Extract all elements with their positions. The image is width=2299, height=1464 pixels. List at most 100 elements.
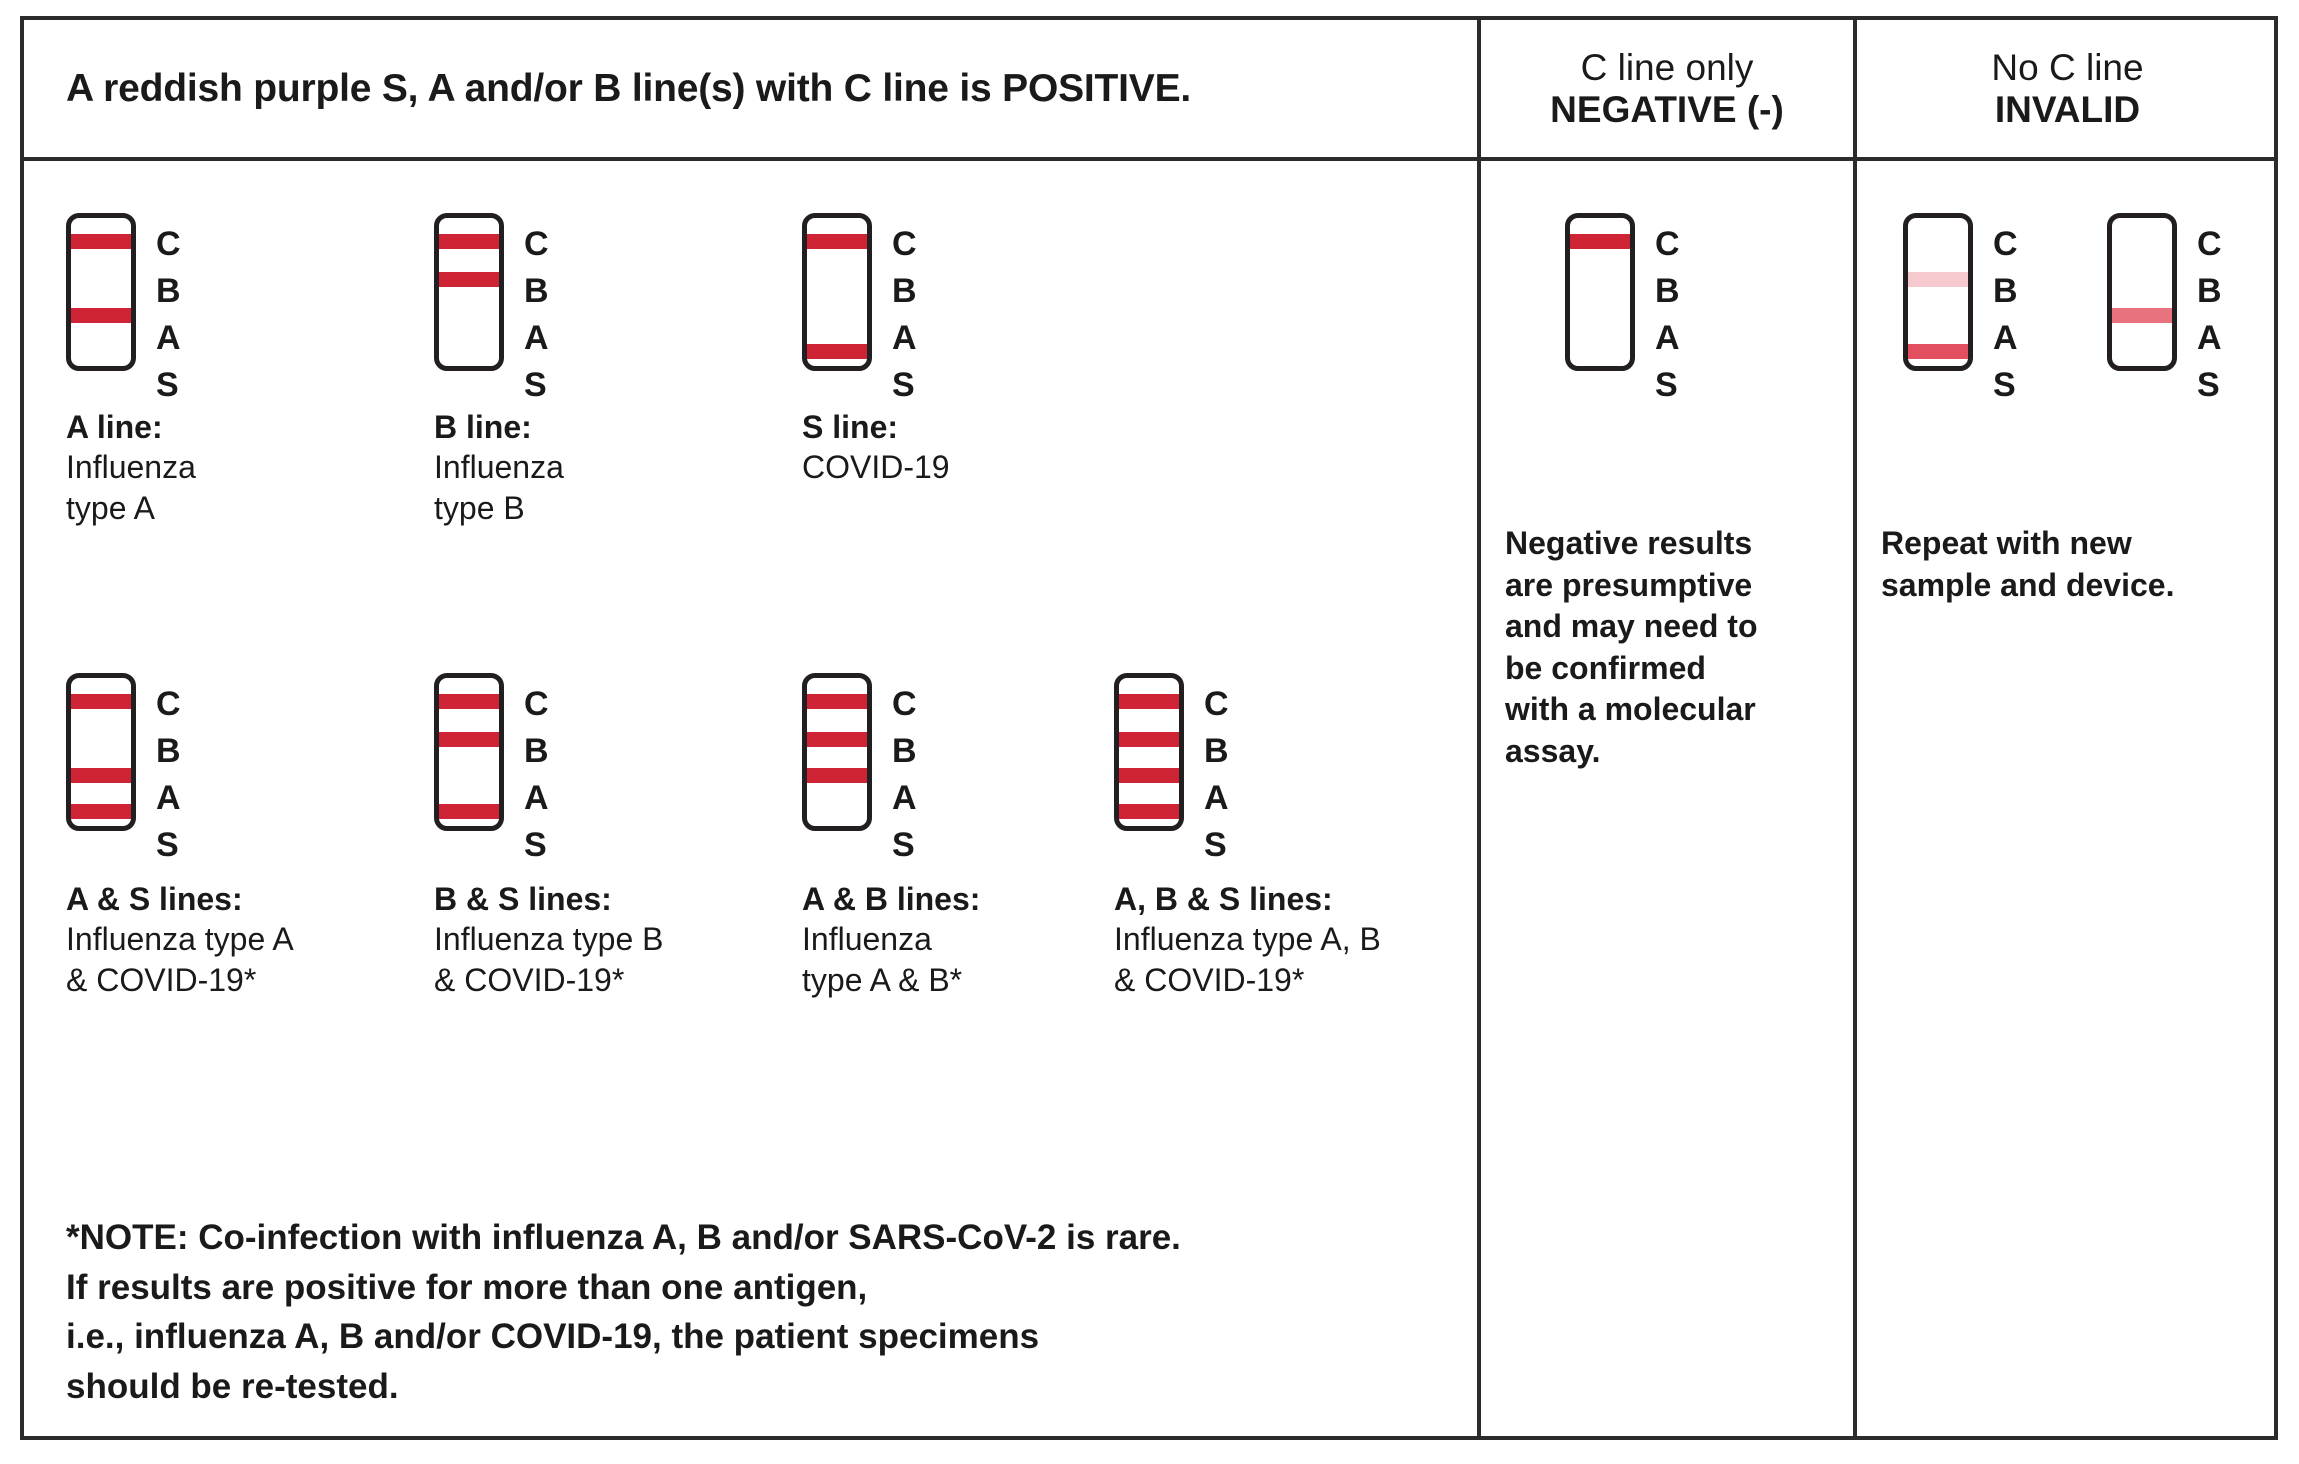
a-b-s-lines-caption-desc1: Influenza type A, B <box>1114 921 1381 958</box>
invalid-header-cell: No C line INVALID <box>1857 20 2278 157</box>
a-b-lines-caption-desc1: Influenza <box>802 921 932 958</box>
strip-label-column: C B A S <box>156 673 181 867</box>
a-s-lines-strip <box>66 673 136 831</box>
strip-label-a: A <box>524 319 549 357</box>
a-s-lines-caption-desc2: & COVID-19* <box>66 961 257 998</box>
band-c <box>1119 694 1179 709</box>
strip-label-column: C B A S <box>1993 213 2018 407</box>
band-b <box>807 732 867 747</box>
b-s-lines-caption-desc1: Influenza type B <box>434 921 664 958</box>
strip-label-s: S <box>892 366 915 404</box>
strip-label-column: C B A S <box>1655 213 1680 407</box>
strip-label-s: S <box>524 366 547 404</box>
strip-label-c: C <box>524 685 549 723</box>
note-line-4: should be re-tested. <box>66 1367 399 1407</box>
band-c <box>71 234 131 249</box>
strip-label-b: B <box>156 732 181 770</box>
s-line-caption-desc1: COVID-19 <box>802 449 950 486</box>
strip-label-column: C B A S <box>524 213 549 407</box>
negative-strip-unit: C B A S <box>1565 213 1680 407</box>
strip-label-b: B <box>524 272 549 310</box>
b-line-caption: B line: Influenza type B <box>434 407 564 528</box>
invalid-strip-1-unit: C B A S <box>1903 213 2018 407</box>
strip-label-s: S <box>892 826 915 864</box>
s-line-caption-title: S line: <box>802 409 899 445</box>
strip-label-c: C <box>1655 225 1680 263</box>
negative-description: Negative results are presumptive and may… <box>1505 523 1835 773</box>
strip-label-a: A <box>1204 779 1229 817</box>
b-line-strip <box>434 213 504 371</box>
strip-label-a: A <box>1993 319 2018 357</box>
strip-label-a: A <box>524 779 549 817</box>
column-divider-2 <box>1853 20 1857 1436</box>
a-line-strip-unit: C B A S <box>66 213 181 407</box>
a-b-lines-strip-unit: C B A S <box>802 673 917 867</box>
band-c <box>807 234 867 249</box>
s-line-caption: S line: COVID-19 <box>802 407 950 488</box>
note-line-1: *NOTE: Co-infection with influenza A, B … <box>66 1218 1181 1257</box>
a-b-lines-strip <box>802 673 872 831</box>
invalid-description: Repeat with new sample and device. <box>1881 523 2271 606</box>
strip-label-a: A <box>892 319 917 357</box>
b-line-caption-title: B line: <box>434 409 532 445</box>
a-s-lines-caption-desc1: Influenza type A <box>66 921 294 958</box>
invalid-header-line1: No C line <box>1991 47 2144 89</box>
note-line-2: If results are positive for more than on… <box>66 1267 868 1307</box>
negative-text-line-5: with a molecular <box>1505 691 1756 728</box>
band-s <box>807 344 867 359</box>
strip-label-b: B <box>892 272 917 310</box>
band-c <box>439 694 499 709</box>
strip-label-s: S <box>1204 826 1227 864</box>
strip-label-c: C <box>156 685 181 723</box>
a-b-s-lines-caption-desc2: & COVID-19* <box>1114 961 1305 998</box>
strip-label-c: C <box>156 225 181 263</box>
negative-column-body: C B A S Negative results are presumptive… <box>1481 161 1853 1436</box>
header-divider <box>24 157 2274 161</box>
a-line-strip <box>66 213 136 371</box>
band-c <box>71 694 131 709</box>
band-a <box>71 308 131 323</box>
a-b-lines-caption-desc2: type A & B* <box>802 961 963 998</box>
a-s-lines-caption: A & S lines: Influenza type A & COVID-19… <box>66 879 294 1000</box>
band-a-faint <box>2112 308 2172 323</box>
negative-text-line-6: assay. <box>1505 732 1601 769</box>
strip-label-column: C B A S <box>524 673 549 867</box>
a-line-caption-desc2: type A <box>66 489 155 526</box>
strip-label-a: A <box>1655 319 1680 357</box>
s-line-strip <box>802 213 872 371</box>
strip-label-a: A <box>156 779 181 817</box>
invalid-strip-1 <box>1903 213 1973 371</box>
strip-label-s: S <box>1993 366 2016 404</box>
a-b-s-lines-strip-unit: C B A S <box>1114 673 1229 867</box>
invalid-text-line-1: Repeat with new <box>1881 525 2132 561</box>
strip-label-b: B <box>2197 272 2222 310</box>
negative-strip <box>1565 213 1635 371</box>
band-b <box>1119 732 1179 747</box>
a-b-s-lines-strip <box>1114 673 1184 831</box>
a-line-caption-desc1: Influenza <box>66 449 196 486</box>
a-line-caption-title: A line: <box>66 409 163 445</box>
negative-text-line-3: and may need to <box>1505 608 1758 645</box>
band-b <box>439 272 499 287</box>
b-s-lines-strip <box>434 673 504 831</box>
strip-label-s: S <box>524 826 547 864</box>
positive-header-cell: A reddish purple S, A and/or B line(s) w… <box>24 20 1477 157</box>
band-c <box>807 694 867 709</box>
invalid-text-line-2: sample and device. <box>1881 566 2175 603</box>
strip-label-s: S <box>156 826 179 864</box>
strip-label-c: C <box>1204 685 1229 723</box>
strip-label-b: B <box>156 272 181 310</box>
strip-label-c: C <box>524 225 549 263</box>
strip-label-a: A <box>156 319 181 357</box>
strip-label-c: C <box>1993 225 2018 263</box>
strip-label-b: B <box>892 732 917 770</box>
a-b-lines-caption-title: A & B lines: <box>802 881 981 917</box>
negative-header-line1: C line only <box>1580 47 1754 89</box>
positive-column-body: C B A S A line: Influenza type A C B <box>24 161 1477 1436</box>
a-b-lines-caption: A & B lines: Influenza type A & B* <box>802 879 980 1000</box>
b-line-strip-unit: C B A S <box>434 213 549 407</box>
strip-label-c: C <box>2197 225 2222 263</box>
negative-header-line2: NEGATIVE (-) <box>1550 88 1784 130</box>
strip-label-column: C B A S <box>892 673 917 867</box>
